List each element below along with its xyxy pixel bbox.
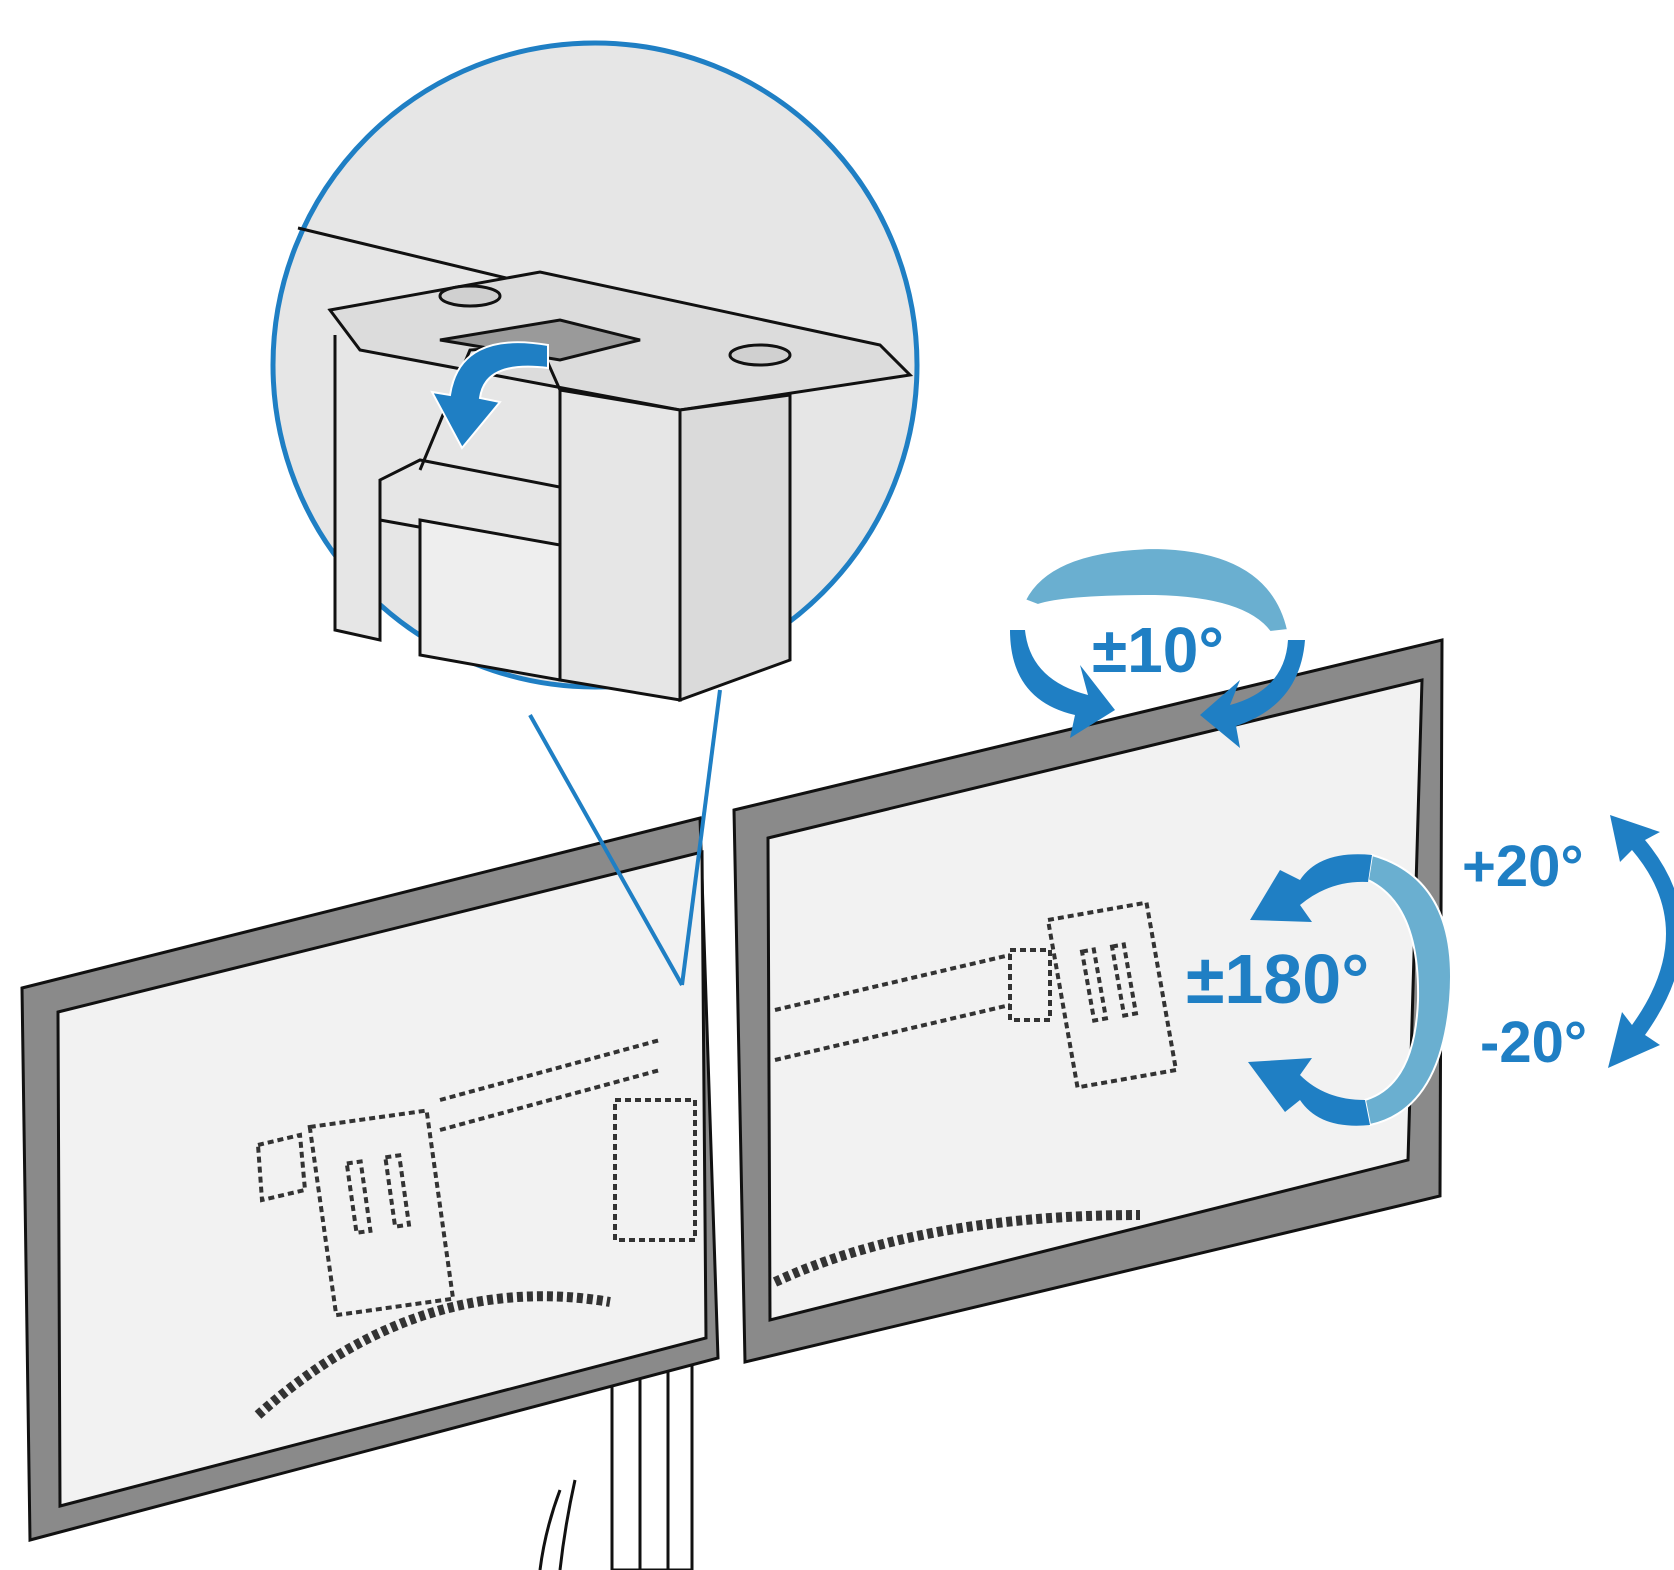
tilt-down-label: -20° [1480,1010,1587,1075]
right-monitor-screen [766,678,1424,1322]
swivel-label: ±10° [1092,614,1224,686]
curved-arrow-icon [430,341,549,450]
left-monitor [20,816,720,1542]
rotate-arrows-icon-bottom [1248,1058,1370,1126]
rotation-indicator: ±180° [1186,853,1452,1127]
right-monitor [732,638,1444,1364]
tilt-indicator: +20° -20° [1462,815,1674,1075]
swivel-indicator: ±10° [1010,546,1305,748]
double-curved-arrow-icon [1608,815,1674,1068]
tilt-up-label: +20° [1462,834,1584,899]
swivel-arrows-icon-right [1200,640,1305,748]
rotation-band [1363,853,1452,1127]
detail-callout [270,40,920,986]
right-monitor-hidden-mount [772,900,1179,1287]
rotation-label: ±180° [1186,940,1369,1018]
left-monitor-screen [56,850,708,1508]
swivel-arrows-icon [1010,630,1115,738]
swivel-band [1023,546,1290,634]
callout-line-left [528,714,684,986]
left-monitor-hidden-mount [254,1038,697,1419]
callout-line-right [680,689,722,986]
rotate-arrows-icon [1250,854,1372,922]
clamp-detail [297,226,914,703]
